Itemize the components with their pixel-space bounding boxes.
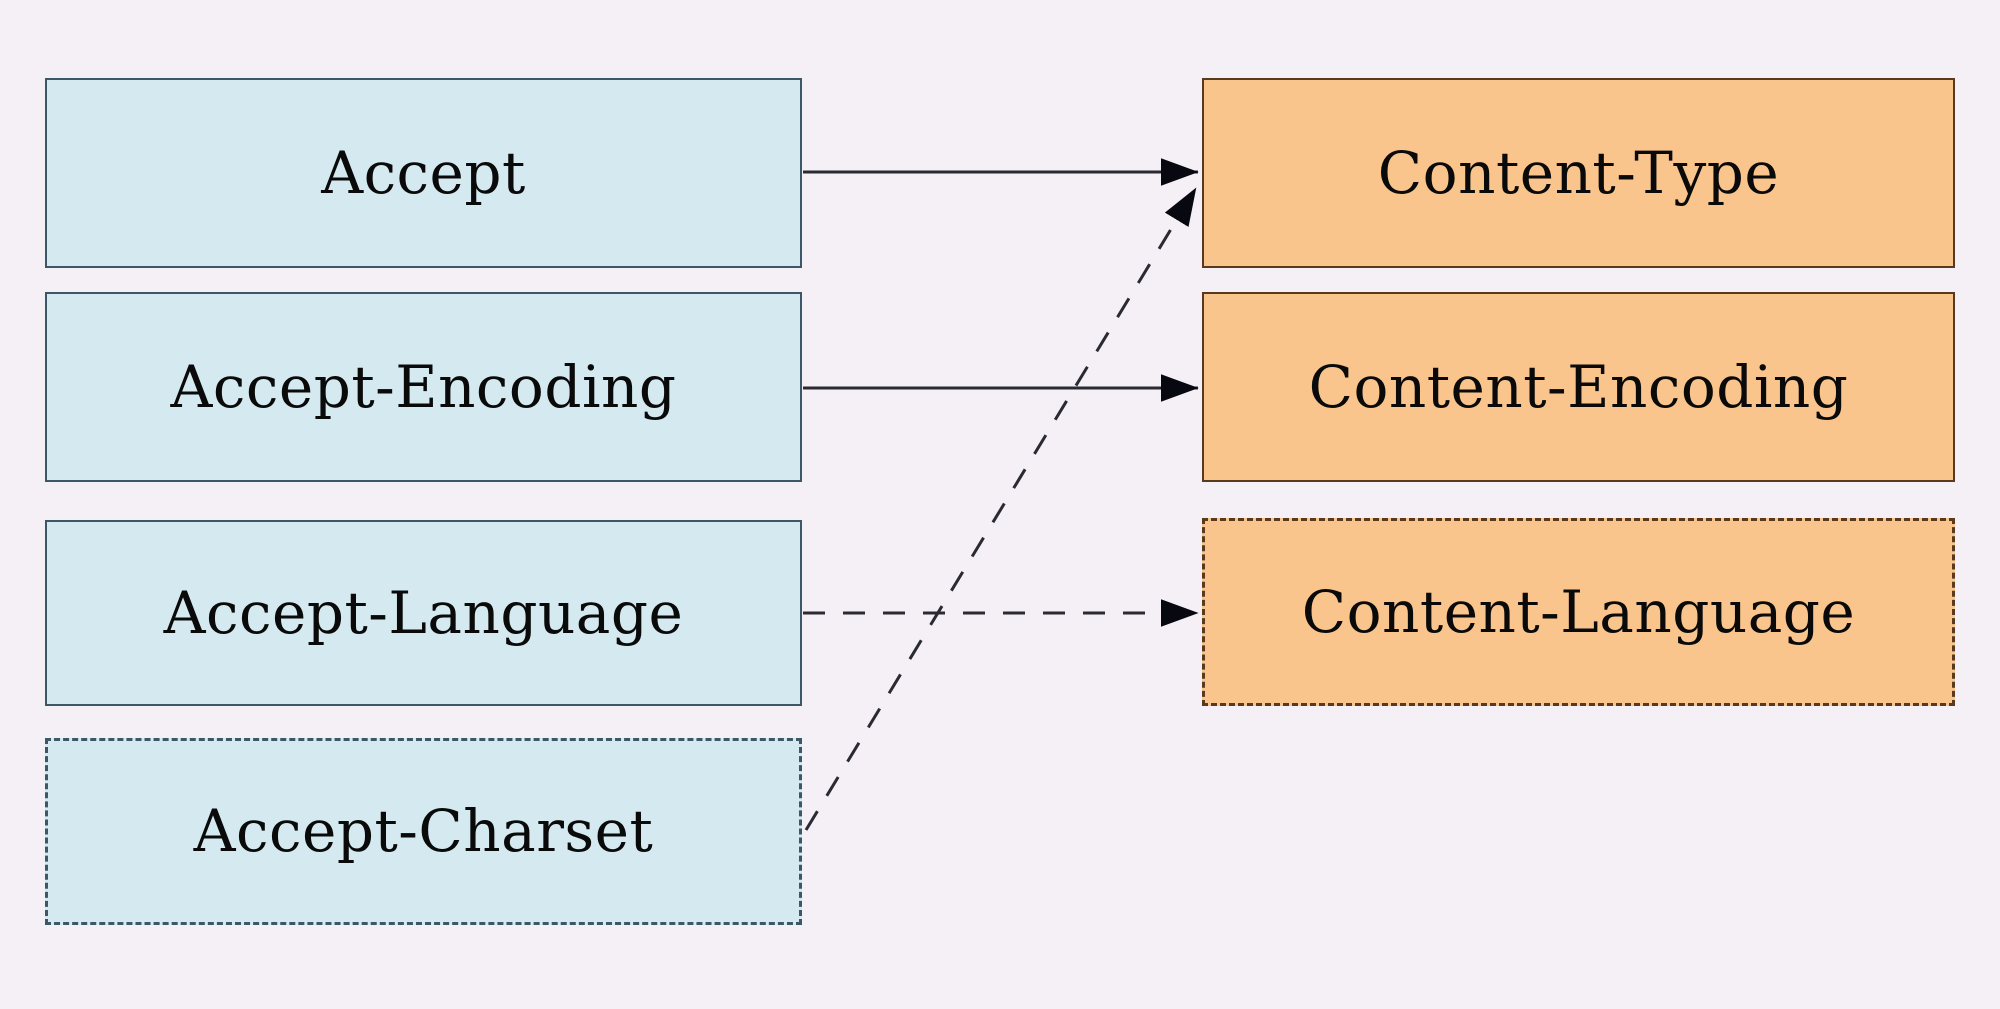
node-accept-charset-label: Accept-Charset: [193, 797, 654, 866]
node-accept-charset[interactable]: Accept-Charset: [45, 738, 802, 925]
node-content-encoding-label: Content-Encoding: [1308, 352, 1849, 421]
node-content-type[interactable]: Content-Type: [1202, 78, 1955, 268]
node-content-language[interactable]: Content-Language: [1202, 518, 1955, 706]
node-accept-encoding[interactable]: Accept-Encoding: [45, 292, 802, 482]
node-accept-language-label: Accept-Language: [163, 578, 684, 647]
node-content-language-label: Content-Language: [1301, 577, 1856, 646]
node-accept[interactable]: Accept: [45, 78, 802, 268]
edge-accept-charset-to-content-type: [804, 187, 1198, 831]
node-content-type-label: Content-Type: [1377, 138, 1780, 207]
node-content-encoding[interactable]: Content-Encoding: [1202, 292, 1955, 482]
node-accept-label: Accept: [321, 138, 526, 207]
node-accept-encoding-label: Accept-Encoding: [170, 352, 677, 421]
node-accept-language[interactable]: Accept-Language: [45, 520, 802, 706]
